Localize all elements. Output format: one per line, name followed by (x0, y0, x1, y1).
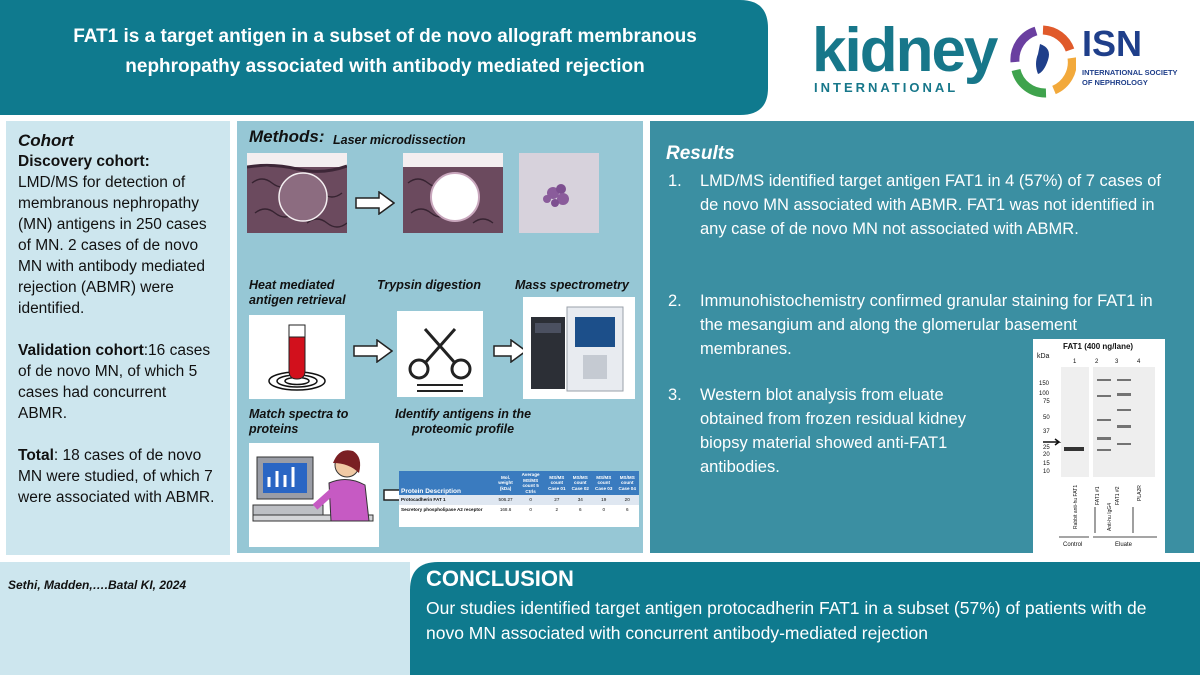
blot-lane-number: 1 (1073, 359, 1077, 365)
blot-lane-label: FAT1 #1 (1095, 486, 1101, 505)
conclusion-title: CONCLUSION (426, 566, 574, 591)
table-header: Mol. weight (kDa) (498, 474, 513, 491)
ki-logo-subtitle: INTERNATIONAL (814, 80, 959, 95)
table-header: MS/MS count Case 01 (548, 474, 566, 491)
methods-subtitle: Laser microdissection (333, 133, 466, 147)
protein-table: Protein Description Mol. weight (kDa) Av… (399, 471, 639, 527)
ki-logo-word: kidney (812, 16, 998, 85)
methods-title: Methods: (249, 127, 325, 146)
table-header: MS/MS count Case 02 (571, 474, 589, 491)
mass-spectrometer-image (523, 297, 635, 399)
scissors-icon (397, 311, 483, 397)
kidney-international-logo: kidney INTERNATIONAL (812, 18, 1002, 100)
citation: Sethi, Madden,….Batal KI, 2024 (8, 578, 187, 592)
blot-group-control: Control (1063, 542, 1082, 548)
arrow-right-icon (355, 191, 395, 215)
table-header: Average MS/MS count 5 Ctrls (521, 472, 540, 494)
result-item-1: 1.LMD/MS identified target antigen FAT1 … (668, 172, 1162, 238)
blot-lane-label: FAT1 #2 (1115, 486, 1121, 505)
blot-marker: 150 (1039, 381, 1050, 387)
page-title: FAT1 is a target antigen in a subset of … (73, 26, 697, 77)
arrow-right-icon (353, 339, 393, 363)
blot-kda-label: kDa (1037, 353, 1050, 360)
conclusion-text: Our studies identified target antigen pr… (426, 598, 1147, 643)
step-heat-label: Heat mediated antigen retrieval (249, 278, 346, 307)
blot-title: FAT1 (400 ng/lane) (1063, 342, 1134, 351)
total-heading: Total (18, 447, 54, 464)
blot-marker: 37 (1043, 429, 1050, 435)
validation-text: :16 cases of de novo MN, of which 5 case… (18, 342, 211, 422)
blot-lane-label: PLA2R (1137, 485, 1143, 501)
blot-marker: 50 (1043, 415, 1050, 421)
isn-logo: ISN INTERNATIONAL SOCIETY OF NEPHROLOGY (1010, 24, 1190, 104)
cohort-title: Cohort (18, 131, 74, 150)
table-row: Protocadherin FAT 1 506.27 0 27 34 19 20 (399, 495, 639, 505)
blot-lane-label: Rabbit anti-hu FAT1 (1073, 485, 1079, 529)
methods-panel: Methods: Laser microdissection Heat medi… (237, 121, 643, 553)
isn-emblem-icon (1010, 25, 1076, 98)
discovery-cohort: Discovery cohort: LMD/MS for detection o… (18, 151, 218, 319)
discovery-text: LMD/MS for detection of membranous nephr… (18, 174, 207, 317)
blot-marker: 15 (1043, 461, 1050, 467)
result-item-3: 3.Western blot analysis from eluate obta… (668, 386, 966, 476)
dissected-tissue-cap-image (519, 153, 599, 233)
blot-marker: 20 (1043, 452, 1050, 458)
blot-marker: 10 (1043, 469, 1050, 475)
table-header: Protein Description (401, 487, 461, 495)
table-header: MS/MS count Case 03 (595, 474, 613, 491)
total-text: : 18 cases of de novo MN were studied, o… (18, 447, 215, 506)
blot-graphic: 1 2 3 4 150 100 75 50 37 25 20 15 10 (1039, 359, 1157, 548)
arrow-right-icon (493, 339, 527, 363)
heat-retrieval-tube-icon (249, 315, 345, 399)
blot-lane-number: 4 (1137, 359, 1141, 365)
step-mass-label: Mass spectrometry (515, 278, 629, 292)
blot-lane-number: 2 (1095, 359, 1099, 365)
step-identify-label: Identify antigens in the proteomic profi… (394, 407, 532, 436)
tissue-image-dissected (403, 153, 503, 233)
blot-antibody-label: Anti-hu IgG4 (1107, 503, 1113, 531)
tissue-image-before (247, 153, 347, 233)
blot-lane-number: 3 (1115, 359, 1119, 365)
blot-marker: 25 (1043, 445, 1050, 451)
isn-full-name: INTERNATIONAL SOCIETY OF NEPHROLOGY (1082, 68, 1178, 87)
blot-marker: 100 (1039, 391, 1050, 397)
cohort-panel: Cohort Discovery cohort: LMD/MS for dete… (6, 121, 230, 555)
result-item-2: 2.Immunohistochemistry confirmed granula… (668, 292, 1153, 358)
header-banner: FAT1 is a target antigen in a subset of … (0, 0, 1200, 115)
step-trypsin-label: Trypsin digestion (377, 278, 481, 292)
validation-cohort: Validation cohort:16 cases of de novo MN… (18, 340, 218, 424)
table-header: MS/MS count Case 04 (618, 474, 636, 491)
table-row: Secretory phospholipase A2 receptor 168.… (399, 504, 639, 515)
blot-group-eluate: Eluate (1115, 542, 1133, 548)
isn-abbreviation: ISN (1082, 23, 1143, 64)
results-panel: Results 1.LMD/MS identified target antig… (650, 121, 1194, 553)
person-at-computer-icon (249, 443, 379, 547)
header-background (0, 0, 768, 115)
total-cohort: Total: 18 cases of de novo MN were studi… (18, 445, 218, 508)
discovery-heading: Discovery cohort: (18, 153, 150, 170)
validation-heading: Validation cohort (18, 342, 144, 359)
blot-marker: 75 (1043, 399, 1050, 405)
step-match-label: Match spectra to proteins (249, 407, 349, 436)
results-title: Results (666, 143, 735, 164)
western-blot-figure: FAT1 (400 ng/lane) kDa 1 2 3 4 150 100 7… (1033, 339, 1165, 553)
